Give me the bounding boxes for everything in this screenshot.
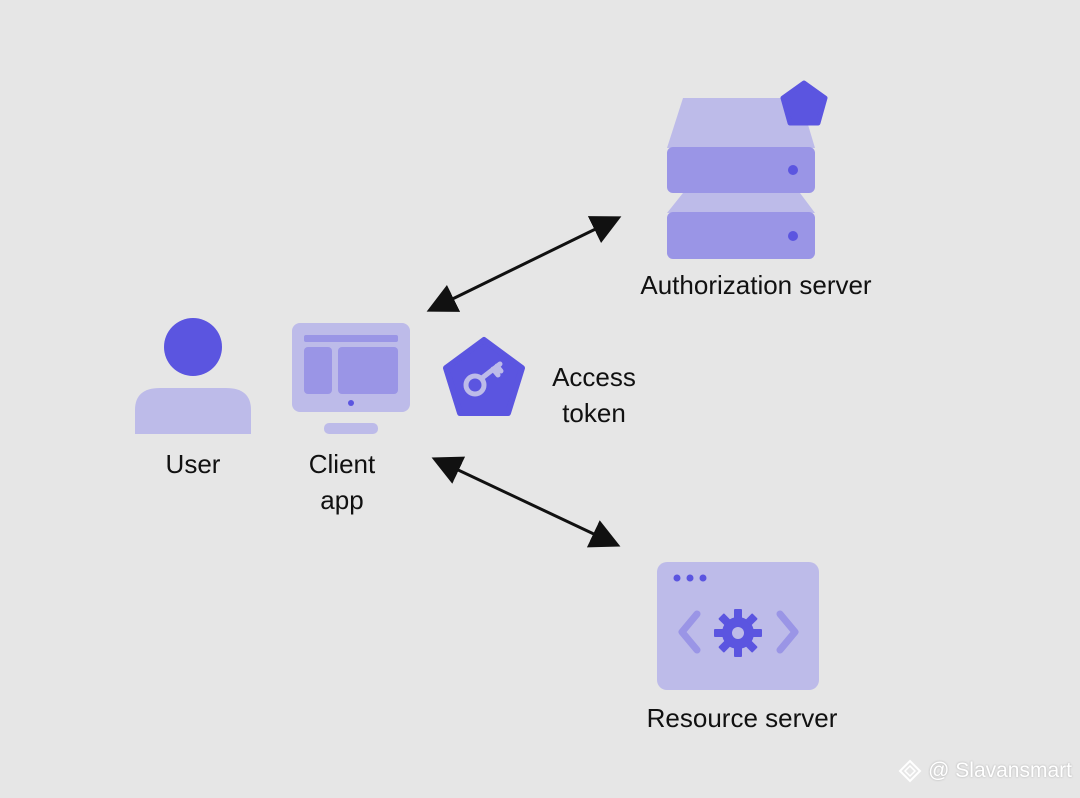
authorization-server-label-text: Authorization server [640, 270, 872, 300]
diamond-logo-icon [898, 759, 922, 783]
person-icon [135, 318, 251, 434]
access-token-label: Access token [536, 359, 652, 431]
arrow-client-authorization [426, 216, 622, 312]
server-stack-icon [667, 98, 815, 259]
arrow-client-resource [431, 456, 621, 548]
code-gear-window-icon [657, 562, 819, 690]
authorization-server-label: Authorization server [606, 267, 906, 303]
resource-server-label: Resource server [612, 700, 872, 736]
key-icon [443, 337, 525, 416]
access-token-label-line1: Access [552, 362, 636, 392]
gear-icon [714, 609, 762, 657]
client-app-label: Client app [286, 446, 398, 518]
resource-server-label-text: Resource server [646, 703, 838, 733]
monitor-icon [292, 323, 410, 434]
watermark-text: @ Slavansmart [928, 759, 1072, 782]
shield-pentagon-icon [780, 80, 828, 126]
watermark: @ Slavansmart [898, 759, 1072, 783]
user-label: User [143, 446, 243, 482]
client-app-label-line1: Client [308, 449, 376, 479]
access-token-label-line2: token [562, 398, 626, 428]
client-app-label-line2: app [320, 485, 364, 515]
user-label-text: User [165, 449, 221, 479]
